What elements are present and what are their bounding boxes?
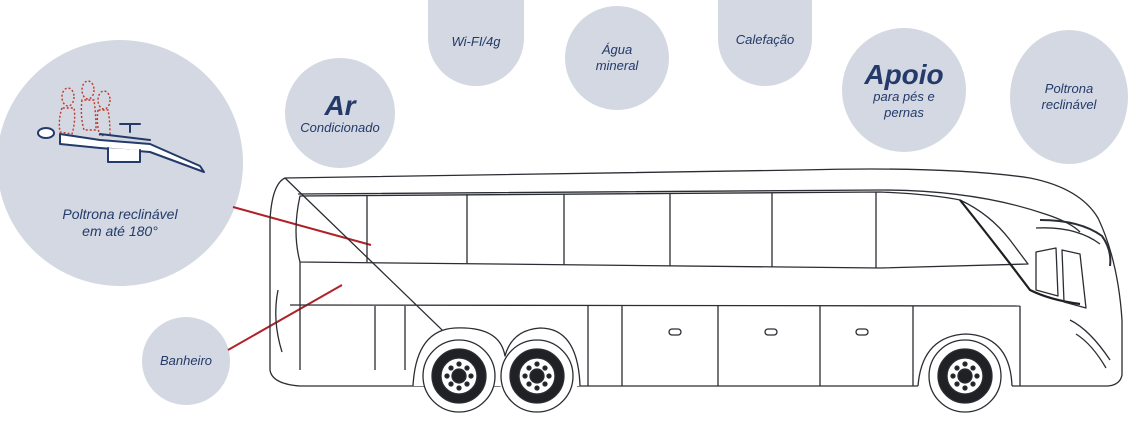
recliner-180-line1: Poltrona reclinável [62,206,178,223]
poltrona-line2: reclinável [1041,97,1097,112]
bus-illustration [269,168,1123,387]
feature-bubble-ar-condicionado: Ar Condicionado [285,58,395,168]
agua-line1: Água [601,42,633,58]
wifi-label: Wi-FI/4g [451,34,501,50]
apoio-title: Apoio [864,58,944,90]
reclining-seat-icon [37,80,205,173]
calefacao-label: Calefação [735,32,795,48]
wheel-front [928,339,1002,413]
feature-bubble-calefacao: Calefação [718,0,812,86]
feature-bubble-banheiro: Banheiro [142,317,230,405]
wheel-rear-1 [422,339,496,413]
pointer-banheiro [227,284,343,351]
feature-bubble-agua-mineral: Água mineral [565,6,669,110]
banheiro-label: Banheiro [159,353,213,369]
agua-line2: mineral [595,58,639,73]
apoio-line1: para pés e [873,89,935,105]
recliner-180-line2: em até 180° [82,223,158,239]
feature-bubble-apoio: Apoio para pés e pernas [842,28,966,152]
ar-subtitle: Condicionado [300,119,380,135]
ar-title: Ar [324,89,356,121]
pointer-recliner [232,206,372,246]
wheel-rear-2 [500,339,574,413]
apoio-line2: pernas [884,104,924,120]
poltrona-line1: Poltrona [1044,81,1094,97]
feature-bubble-poltrona-reclinavel: Poltrona reclinável [1010,30,1128,164]
feature-bubble-wifi: Wi-FI/4g [428,0,524,86]
bus-wheels [422,339,1002,413]
